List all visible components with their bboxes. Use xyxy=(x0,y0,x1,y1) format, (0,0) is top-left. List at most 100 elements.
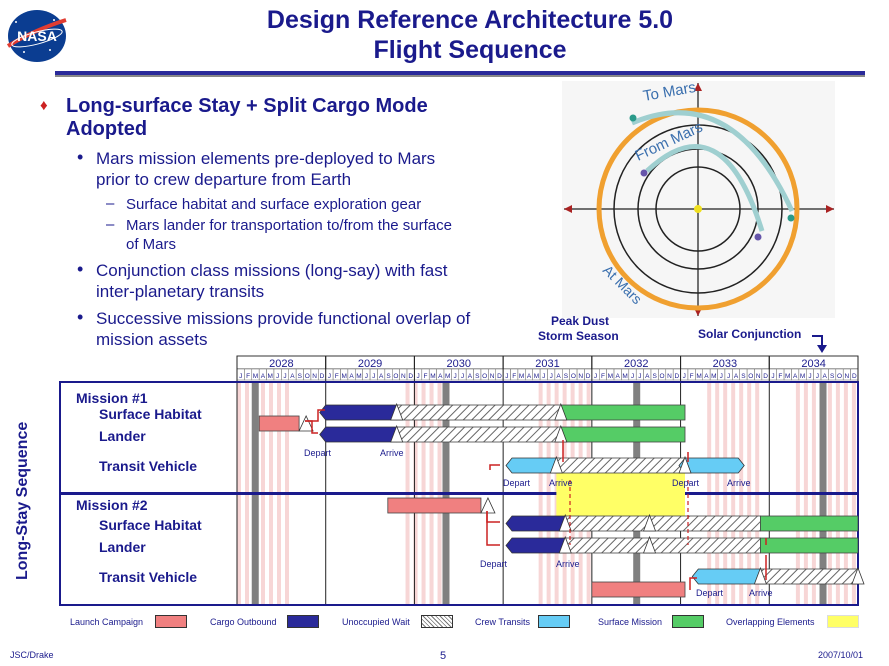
dust-storm-label-2: Storm Season xyxy=(538,329,619,343)
footer-author: JSC/Drake xyxy=(10,650,54,660)
bullet-sub3: Successive missions provide functional o… xyxy=(96,309,471,349)
month-label: M xyxy=(356,373,361,380)
orbit-diagram: To Mars From Mars At Mars xyxy=(562,81,835,318)
month-label: A xyxy=(438,373,443,380)
month-label: N xyxy=(756,373,761,380)
month-label: J xyxy=(816,373,819,380)
milestone-triangle xyxy=(554,402,568,421)
month-label: A xyxy=(556,373,561,380)
page-title: Design Reference Architecture 5.0 xyxy=(266,6,674,34)
month-label: O xyxy=(571,373,576,380)
wait-bar xyxy=(555,457,686,474)
month-label: N xyxy=(490,373,495,380)
wait-bar xyxy=(760,568,859,585)
legend-unoccupied-wait: Unoccupied Wait xyxy=(342,617,410,627)
month-label: J xyxy=(631,373,634,380)
row-label-transit-vehicle: Transit Vehicle xyxy=(99,458,198,474)
event-depart: Depart xyxy=(672,478,700,488)
month-label: M xyxy=(800,373,805,380)
page-subtitle: Flight Sequence xyxy=(373,36,567,64)
surface-bar xyxy=(560,404,686,421)
month-label: N xyxy=(667,373,672,380)
milestone-triangle xyxy=(390,424,404,443)
bullet-sub1a: Surface habitat and surface exploration … xyxy=(126,196,422,213)
event-depart: Depart xyxy=(503,478,531,488)
milestone-triangle xyxy=(753,566,767,585)
crew-bar xyxy=(678,457,745,474)
month-label: J xyxy=(683,373,686,380)
month-label: A xyxy=(734,373,739,380)
month-label: D xyxy=(675,373,680,380)
month-label: J xyxy=(417,373,420,380)
month-label: S xyxy=(475,373,480,380)
year-label: 2032 xyxy=(624,358,648,370)
legend-crew-transits: Crew Transits xyxy=(475,617,531,627)
month-label: A xyxy=(468,373,473,380)
month-label: J xyxy=(328,373,331,380)
event-arrive: Arrive xyxy=(549,478,573,488)
month-label: J xyxy=(365,373,368,380)
month-label: F xyxy=(601,373,605,380)
year-label: 2030 xyxy=(447,358,471,370)
month-label: A xyxy=(793,373,798,380)
bullet-sub1b: Mars lander for transportation to/from t… xyxy=(126,217,452,253)
legend-overlapping-elements: Overlapping Elements xyxy=(726,617,815,627)
dependency-arrow xyxy=(486,511,500,546)
footer-date: 2007/10/01 xyxy=(818,650,864,660)
month-label: D xyxy=(586,373,591,380)
month-label: J xyxy=(638,373,641,380)
launch-bar xyxy=(387,497,482,514)
bullet-dot-icon: • xyxy=(77,307,84,327)
month-label: A xyxy=(645,373,650,380)
event-depart: Depart xyxy=(304,448,332,458)
wait-bar xyxy=(649,537,761,554)
month-label: N xyxy=(401,373,406,380)
bullet-sub2: Conjunction class missions (long-say) wi… xyxy=(96,261,448,301)
milestone-triangle xyxy=(554,424,568,443)
month-label: A xyxy=(261,373,266,380)
month-label: J xyxy=(372,373,375,380)
month-label: D xyxy=(320,373,325,380)
row-label-lander: Lander xyxy=(99,428,146,444)
milestone-triangle xyxy=(558,535,572,554)
month-label: F xyxy=(246,373,250,380)
month-label: D xyxy=(497,373,502,380)
mission-1-label: Mission #1 xyxy=(76,390,148,406)
surface-bar xyxy=(560,426,686,443)
legend-swatch-launch xyxy=(155,615,187,628)
month-label: J xyxy=(720,373,723,380)
surface-bar xyxy=(760,537,859,554)
dust-storm-label-1: Peak Dust xyxy=(551,314,610,328)
wait-bar xyxy=(564,515,650,532)
wait-bar xyxy=(564,537,650,554)
legend-launch-campaign: Launch Campaign xyxy=(70,617,144,627)
month-label: A xyxy=(527,373,532,380)
month-label: S xyxy=(564,373,569,380)
conjunction-arrowhead xyxy=(817,345,827,353)
month-label: J xyxy=(276,373,279,380)
month-label: D xyxy=(408,373,413,380)
month-label: O xyxy=(482,373,487,380)
month-label: F xyxy=(690,373,694,380)
bullet-dash-icon: – xyxy=(106,195,115,212)
month-label: D xyxy=(852,373,857,380)
year-label: 2033 xyxy=(713,358,737,370)
month-label: J xyxy=(771,373,774,380)
month-label: A xyxy=(349,373,354,380)
month-label: M xyxy=(445,373,450,380)
month-label: F xyxy=(512,373,516,380)
month-label: M xyxy=(534,373,539,380)
wait-bar xyxy=(396,404,562,421)
month-label: M xyxy=(519,373,524,380)
month-label: J xyxy=(550,373,553,380)
row-label-lander: Lander xyxy=(99,539,146,555)
month-label: S xyxy=(653,373,658,380)
month-label: J xyxy=(808,373,811,380)
month-label: O xyxy=(393,373,398,380)
event-arrive: Arrive xyxy=(727,478,751,488)
legend-swatch-surface xyxy=(672,615,704,628)
month-label: J xyxy=(283,373,286,380)
svg-text:NASA: NASA xyxy=(17,28,57,44)
cargo-bar xyxy=(319,404,404,421)
